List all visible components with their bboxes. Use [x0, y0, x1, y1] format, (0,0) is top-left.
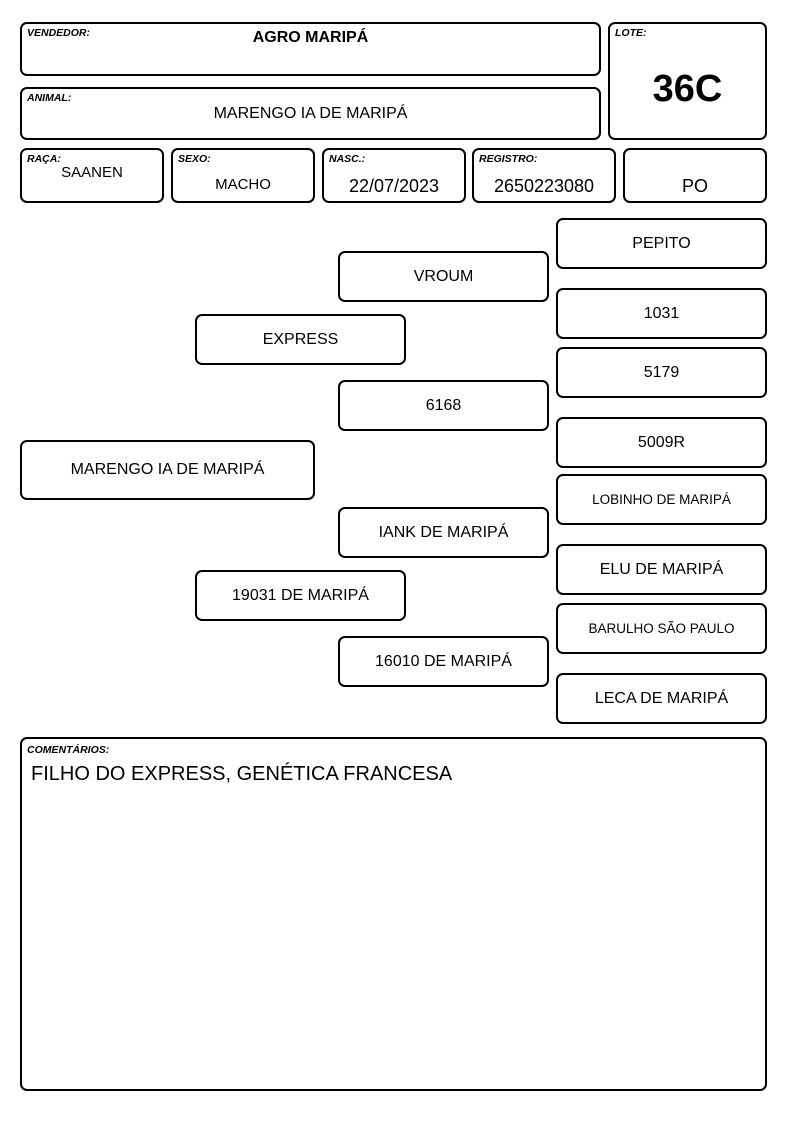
lote-label: LOTE:: [615, 27, 647, 39]
categoria-box: PO: [623, 148, 767, 203]
registro-value: 2650223080: [493, 176, 595, 196]
raca-value: SAANEN: [61, 164, 123, 181]
raca-label: RAÇA:: [27, 153, 61, 165]
vendedor-value: AGRO MARIPÁ: [252, 29, 369, 46]
pedigree-g3-2: 1031: [556, 288, 767, 339]
pedigree-g3-3: 5179: [556, 347, 767, 398]
pedigree-g3-8: LECA DE MARIPÁ: [556, 673, 767, 724]
nasc-value: 22/07/2023: [348, 176, 440, 196]
comentarios-label: COMENTÁRIOS:: [27, 744, 110, 756]
pedigree-sire: EXPRESS: [195, 314, 406, 365]
pedigree-g3-7: BARULHO SÃO PAULO: [556, 603, 767, 654]
animal-label: ANIMAL:: [27, 92, 72, 104]
comentarios-text: FILHO DO EXPRESS, GENÉTICA FRANCESA: [31, 763, 453, 785]
vendedor-box: VENDEDOR: AGRO MARIPÁ: [20, 22, 601, 76]
categoria-value: PO: [681, 176, 708, 196]
pedigree-dam-sire: IANK DE MARIPÁ: [338, 507, 549, 558]
comentarios-box: COMENTÁRIOS: FILHO DO EXPRESS, GENÉTICA …: [20, 737, 767, 1091]
pedigree-g3-4: 5009R: [556, 417, 767, 468]
registro-label: REGISTRO:: [479, 153, 538, 165]
animal-value: MARENGO IA DE MARIPÁ: [213, 105, 408, 122]
animal-box: ANIMAL: MARENGO IA DE MARIPÁ: [20, 87, 601, 140]
pedigree-sire-sire: VROUM: [338, 251, 549, 302]
pedigree-g3-6: ELU DE MARIPÁ: [556, 544, 767, 595]
sexo-box: SEXO: MACHO: [171, 148, 315, 203]
sexo-label: SEXO:: [178, 153, 211, 165]
pedigree-dam-dam: 16010 DE MARIPÁ: [338, 636, 549, 687]
pedigree-g3-5: LOBINHO DE MARIPÁ: [556, 474, 767, 525]
vendedor-label: VENDEDOR:: [27, 27, 91, 39]
pedigree-animal: MARENGO IA DE MARIPÁ: [20, 440, 315, 500]
pedigree-sire-dam: 6168: [338, 380, 549, 431]
pedigree-g3-1: PEPITO: [556, 218, 767, 269]
lote-box: LOTE: 36C: [608, 22, 767, 140]
nasc-box: NASC.: 22/07/2023: [322, 148, 466, 203]
lote-value: 36C: [652, 68, 723, 110]
registro-box: REGISTRO: 2650223080: [472, 148, 616, 203]
sexo-value: MACHO: [215, 176, 271, 193]
nasc-label: NASC.:: [329, 153, 366, 165]
raca-box: RAÇA: SAANEN: [20, 148, 164, 203]
pedigree-dam: 19031 DE MARIPÁ: [195, 570, 406, 621]
